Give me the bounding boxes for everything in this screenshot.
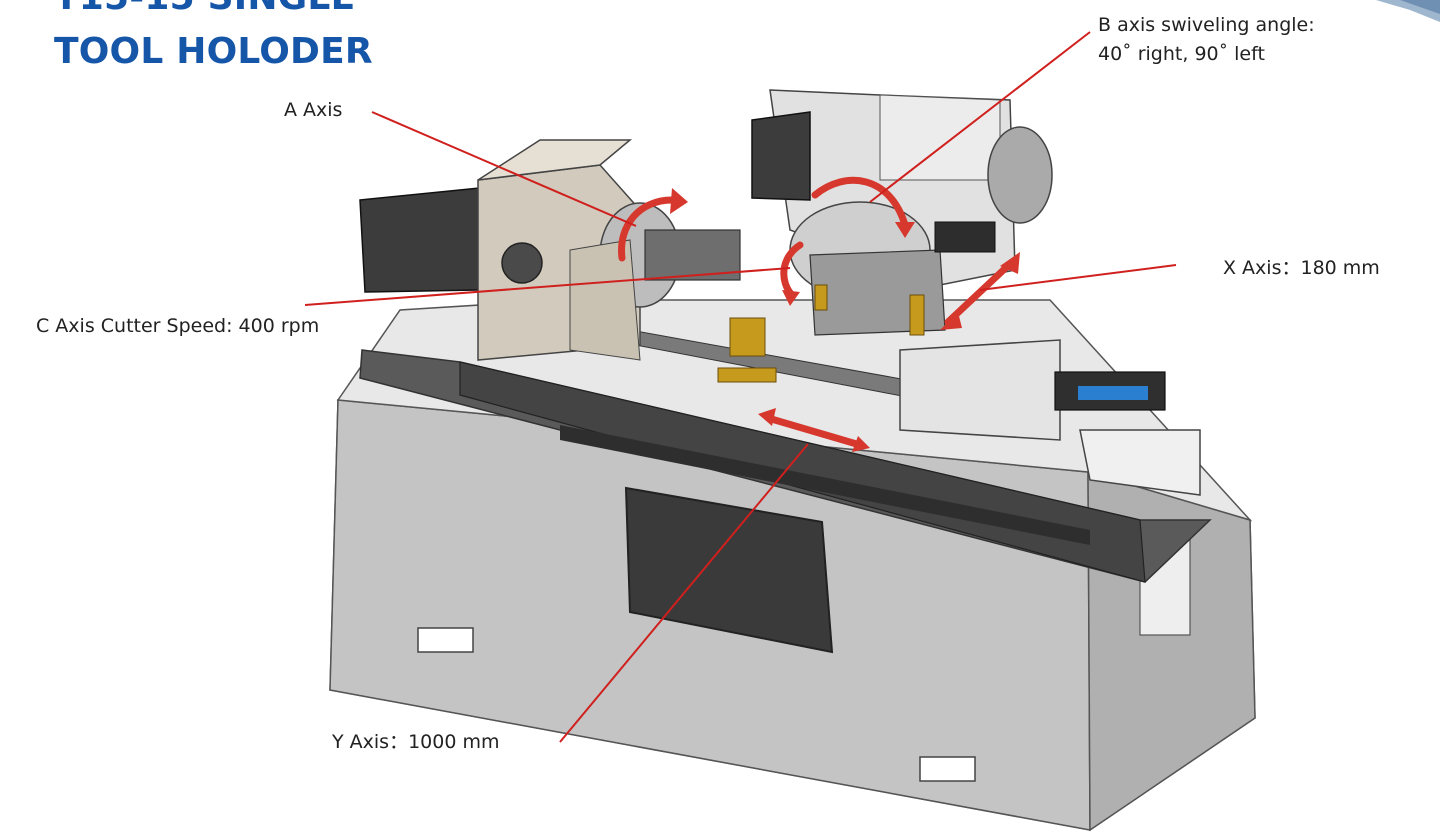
title-line-2: TOOL HOLODER <box>54 31 373 72</box>
c-axis-label: C Axis Cutter Speed: 400 rpm <box>36 315 320 337</box>
x-axis-leader <box>979 264 1177 291</box>
b-axis-label-line-1: B axis swiveling angle: <box>1098 14 1315 36</box>
tailstock <box>717 317 1201 496</box>
b-axis-leader <box>869 31 1091 203</box>
b-axis-rotation-arrow <box>811 176 909 229</box>
machine-bed <box>359 329 1212 583</box>
corner-decoration <box>1376 0 1440 22</box>
c-axis-leader <box>304 267 791 306</box>
title-line-1: T15-15 SINGLE <box>54 0 355 18</box>
x-axis-label: X Axis：180 mm <box>1223 257 1380 279</box>
x-axis-travel-arrow <box>944 258 1016 326</box>
a-axis-leader <box>371 111 637 227</box>
y-axis-travel-arrow <box>764 414 864 449</box>
a-axis-rotation-arrow <box>618 196 676 262</box>
a-axis-headstock <box>359 139 741 361</box>
arrow-heads <box>670 188 1020 452</box>
leader-lines <box>304 31 1177 743</box>
a-axis-label: A Axis <box>284 99 343 121</box>
y-axis-leader <box>559 443 809 743</box>
b-axis-head <box>751 89 1053 336</box>
y-axis-label: Y Axis：1000 mm <box>332 731 500 753</box>
b-axis-label-line-2: 40˚ right, 90˚ left <box>1098 43 1265 65</box>
